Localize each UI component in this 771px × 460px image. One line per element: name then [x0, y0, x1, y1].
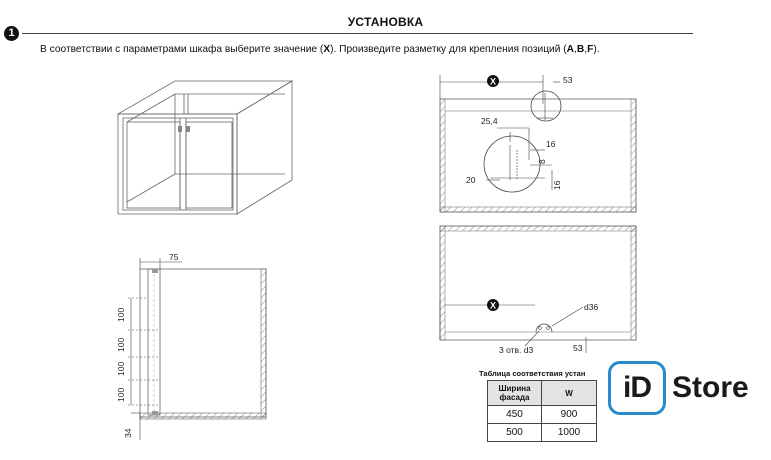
top-dim-53: 53	[563, 75, 573, 85]
x-marker-bottom-label: X	[490, 301, 496, 311]
top-dim-20: 20	[466, 175, 476, 185]
top-dim-8: 8	[537, 159, 547, 164]
bottom-dim-53: 53	[573, 343, 583, 353]
logo-word: Store	[672, 371, 749, 404]
side-dim-100-3: 100	[116, 362, 126, 376]
spec-table: Ширина фасада W 450 900 500 1000	[487, 380, 597, 442]
top-dim-16a: 16	[546, 139, 556, 149]
cell-facade-450: 450	[487, 405, 542, 424]
side-dim-100-4: 100	[116, 388, 126, 402]
table-row: 450 900	[487, 405, 597, 424]
logo-mark: iD	[608, 361, 666, 415]
bottom-view-drawing	[439, 225, 637, 353]
table-caption: Таблица соответствия устан	[479, 369, 586, 378]
header-w: W	[541, 380, 597, 406]
cell-w-1000: 1000	[541, 423, 597, 442]
x-marker-top-label: X	[490, 77, 496, 87]
top-dim-16b: 16	[552, 180, 562, 190]
cabinet-isometric	[116, 80, 294, 215]
side-dim-75: 75	[169, 252, 179, 262]
table-row: 500 1000	[487, 423, 597, 442]
cell-w-900: 900	[541, 405, 597, 424]
side-dim-100-2: 100	[116, 338, 126, 352]
x-marker-top	[487, 75, 499, 87]
page-title: УСТАНОВКА	[347, 15, 424, 29]
top-dim-25-4: 25,4	[481, 116, 498, 126]
side-view-drawing	[128, 258, 267, 440]
top-view-drawing	[439, 75, 637, 213]
cell-facade-500: 500	[487, 423, 542, 442]
side-dim-100-1: 100	[116, 308, 126, 322]
bottom-dim-d36: d36	[584, 302, 598, 312]
bottom-dim-holes: 3 отв. d3	[499, 345, 533, 355]
side-dim-34: 34	[123, 428, 133, 438]
header-facade-width: Ширина фасада	[487, 380, 542, 406]
x-marker-bottom	[487, 299, 499, 311]
table-header-row: Ширина фасада W	[487, 380, 597, 406]
title-rule	[22, 33, 693, 34]
idstore-logo: iD Store	[608, 360, 749, 416]
instruction-text: В соответствии с параметрами шкафа выбер…	[40, 44, 600, 55]
step-number-badge: 1	[4, 26, 19, 41]
